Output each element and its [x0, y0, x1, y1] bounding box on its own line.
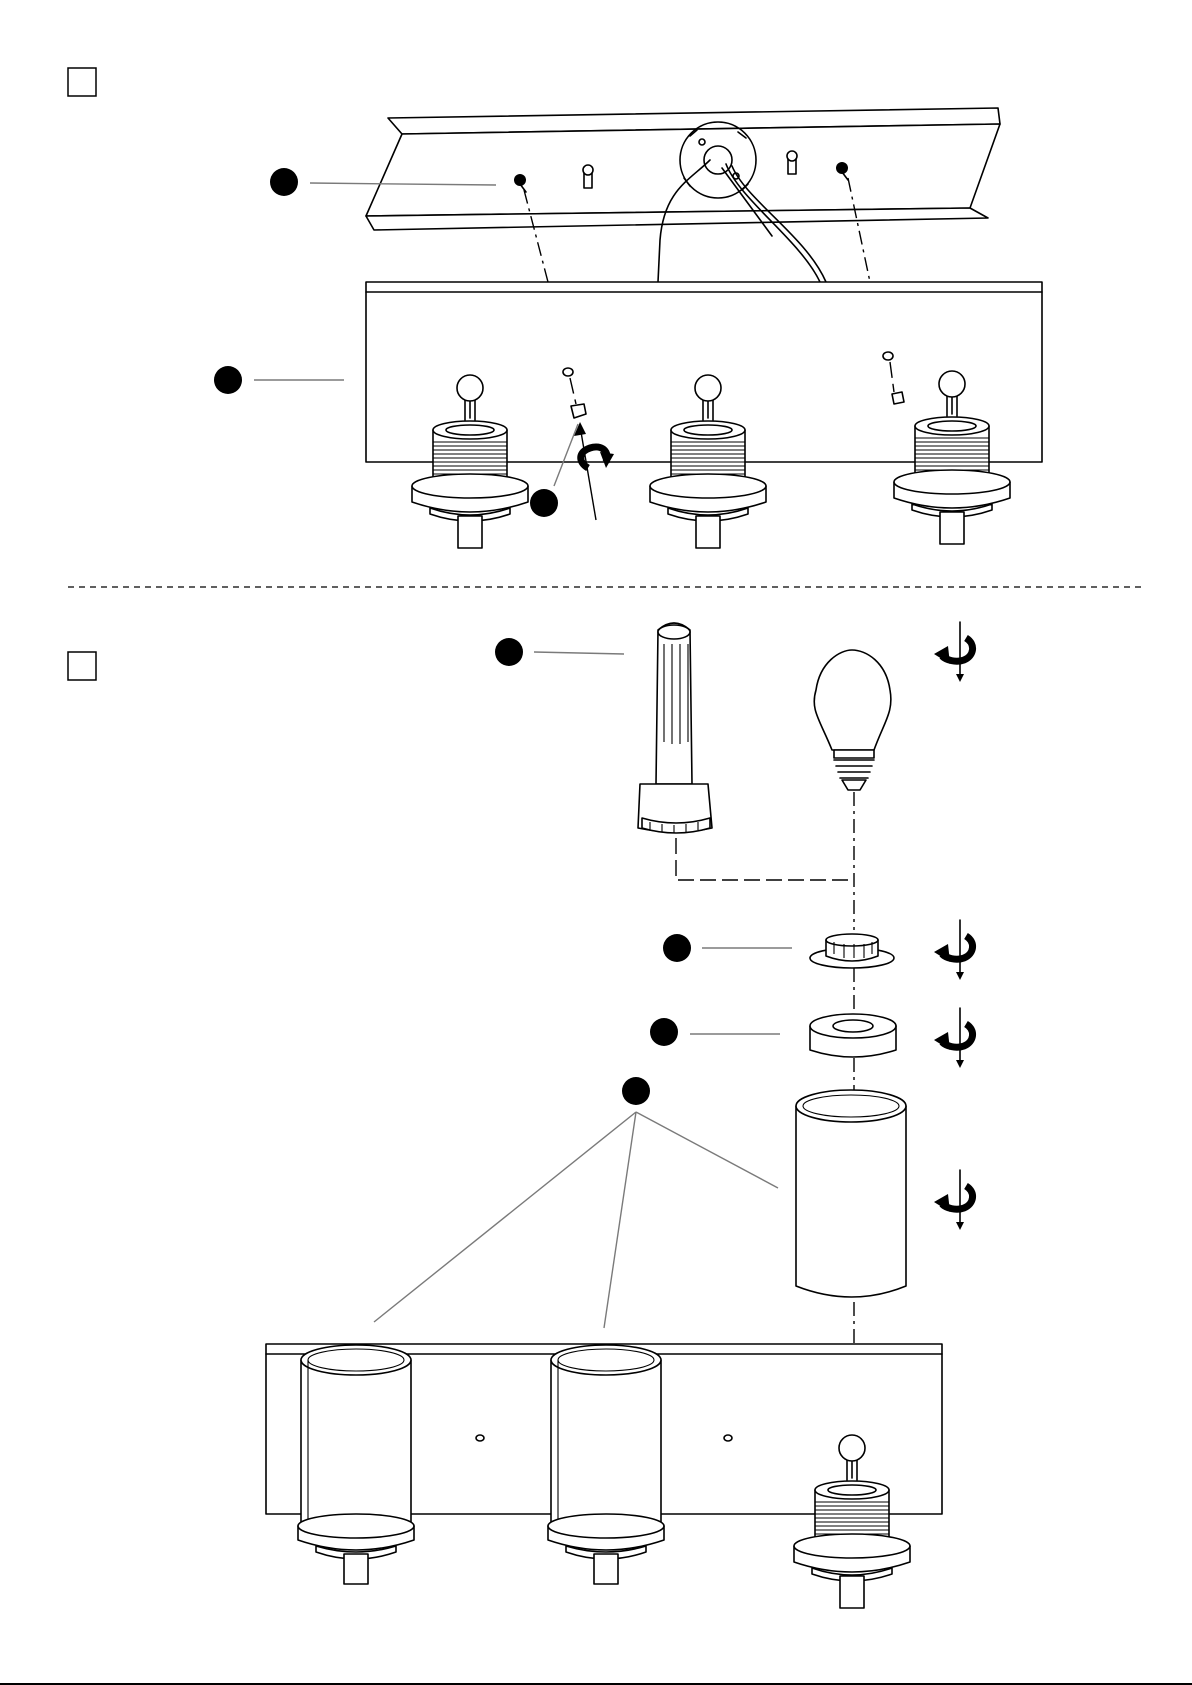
rotate-arrow-icon [934, 920, 973, 980]
mounting-bracket [366, 108, 1000, 282]
rotate-arrow-icon [934, 1170, 973, 1230]
callout-glass-shade [622, 1077, 650, 1105]
glass-shade [796, 1090, 906, 1297]
callout-cap-nut [530, 489, 558, 517]
callout-screw [270, 168, 298, 196]
shaded-socket-left [298, 1345, 414, 1584]
step-1-checkbox[interactable] [68, 68, 96, 96]
retaining-ring [810, 1014, 896, 1057]
step-2-checkbox[interactable] [68, 652, 96, 680]
rotate-arrow-icon [934, 1008, 973, 1068]
callout-threaded-ring [663, 934, 691, 962]
shaded-socket-middle [548, 1345, 664, 1584]
callout-back-plate [214, 366, 242, 394]
callout-socket-cover [495, 638, 523, 666]
light-bulb [814, 650, 891, 790]
socket-cover [638, 623, 712, 833]
callout-retaining-ring [650, 1018, 678, 1046]
threaded-ring [810, 934, 894, 968]
rotate-arrow-icon [934, 622, 973, 682]
